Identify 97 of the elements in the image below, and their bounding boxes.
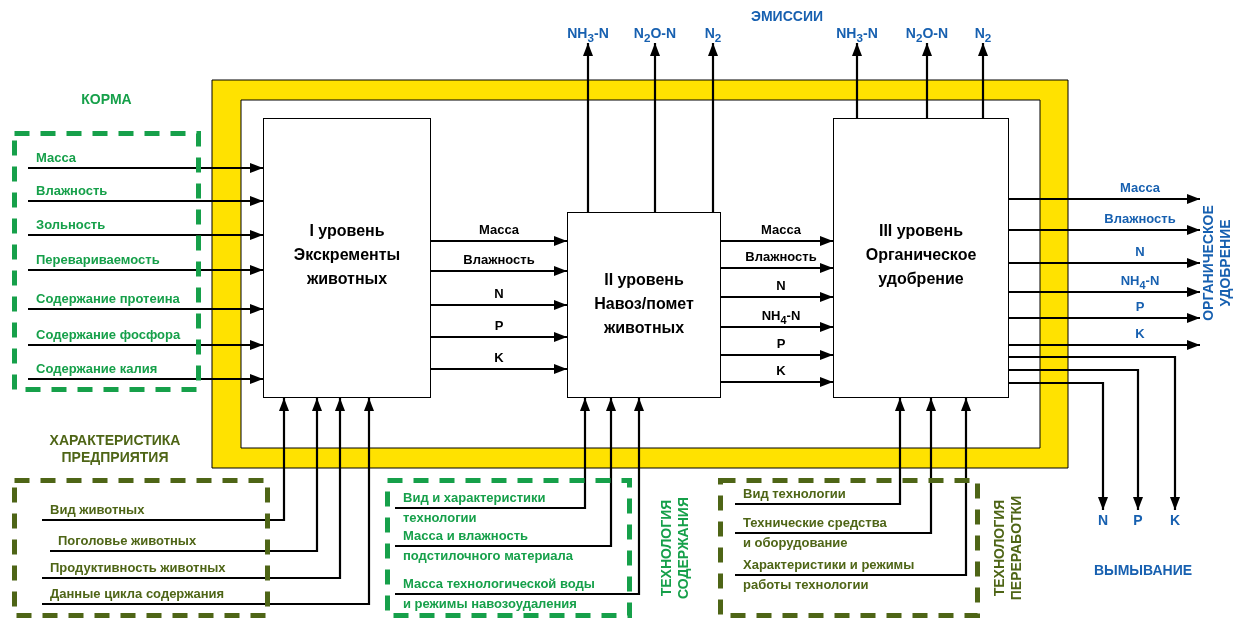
edge-label: Влажность [1103,211,1177,226]
arrow [721,377,833,387]
arrow [1009,287,1200,297]
arrow [28,340,263,350]
edge-label: K [493,350,505,365]
section-label: ОРГАНИЧЕСКОЕ УДОБРЕНИЕ [1200,177,1234,349]
edge-label: K [775,363,787,378]
input-parameter: Вид технологии [735,484,895,504]
arrow [978,43,988,118]
edge-label: NH$_{4}$-N [760,308,802,328]
input-parameter: Масса и влажность подстилочного материала [395,526,600,566]
arrow [50,398,322,553]
arrow [431,300,567,310]
arrow [721,236,833,246]
arrow [1009,381,1108,510]
edge-label: K [1134,326,1146,341]
arrow [395,398,616,548]
arrow [28,196,263,206]
edge-label: Масса [477,222,521,237]
edge-label: N [1134,244,1146,259]
arrow [650,43,660,212]
arrow [708,43,718,212]
arrow [431,266,567,276]
flow-label: N$_{2}$O-N [892,23,962,43]
arrow [735,398,905,506]
arrow [28,304,263,314]
arrow [1009,340,1200,350]
arrow [1009,258,1200,268]
input-parameter: Вид животных [42,500,257,520]
edge-label: P [1134,299,1146,314]
flow-label: N [1093,510,1113,530]
flow-label: P [1128,510,1148,530]
arrow [431,364,567,374]
arrow [395,398,590,510]
group-heading: КОРМА [80,91,133,108]
flow-label: NH$_{3}$-N [819,23,895,43]
input-parameter: Содержание калия [28,359,198,379]
box-title: II уровень Навоз/помет животных [593,270,695,338]
arrow [28,374,263,384]
edge-label: Масса [759,222,803,237]
arrow [28,230,263,240]
input-parameter: Характеристики и режимы работы технологии [735,555,940,595]
input-parameter: Перевариваемость [28,250,198,270]
edge-label: NH$_{4}$-N [1119,273,1161,293]
arrow [42,398,374,606]
arrow [1009,313,1200,323]
arrow [28,265,263,275]
arrow [431,236,567,246]
box-title: I уровень Экскременты животных [292,221,402,289]
arrow [1009,194,1200,204]
flow-label: N$_{2}$ [698,23,728,43]
arrow [721,292,833,302]
arrow [735,398,936,535]
arrow [721,322,833,332]
input-parameter: Продуктивность животных [42,558,264,578]
arrow [1009,355,1180,510]
arrow [852,43,862,118]
arrow [922,43,932,118]
edge-label: Масса [1118,180,1162,195]
arrow [735,398,971,577]
section-label: ВЫМЫВАНИЕ [1092,562,1194,579]
input-parameter: Поголовье животных [50,531,260,551]
section-label: ЭМИССИИ [750,8,824,25]
box-title: III уровень Органическое удобрение [864,221,978,289]
arrow [395,398,644,596]
input-parameter: Содержание фосфора [28,325,198,345]
input-parameter: Масса технологической воды и режимы навозоудаления [395,574,627,614]
process-box [263,118,431,398]
group-heading: ТЕХНОЛОГИЯ ПЕРЕРАБОТКИ [991,494,1025,603]
input-parameter: Содержание протеина [28,289,198,309]
group-heading: ТЕХНОЛОГИЯ СОДЕРЖАНИЯ [658,496,692,601]
arrow [42,398,289,522]
process-box [833,118,1009,398]
arrow [431,332,567,342]
input-parameter: Влажность [28,181,198,201]
group-heading: ХАРАКТЕРИСТИКА ПРЕДПРИЯТИЯ [48,432,182,466]
input-parameter: Данные цикла содержания [42,584,264,604]
edge-label: Влажность [462,252,536,267]
input-parameter: Технические средства и оборудование [735,513,915,553]
arrow [1009,368,1143,510]
input-parameter: Масса [28,148,198,168]
arrow [1009,225,1200,235]
edge-label: N [775,278,787,293]
edge-label: Влажность [744,249,818,264]
flow-label: K [1165,510,1185,530]
process-box [567,212,721,398]
arrow [721,263,833,273]
arrow [583,43,593,212]
input-parameter: Зольность [28,215,198,235]
edge-label: N [493,286,505,301]
edge-label: P [775,336,787,351]
arrow [721,350,833,360]
edge-label: P [493,318,505,333]
input-parameter: Вид и характеристики технологии [395,488,580,528]
flow-label: N$_{2}$ [968,23,998,43]
arrow [28,163,263,173]
arrow [42,398,345,580]
